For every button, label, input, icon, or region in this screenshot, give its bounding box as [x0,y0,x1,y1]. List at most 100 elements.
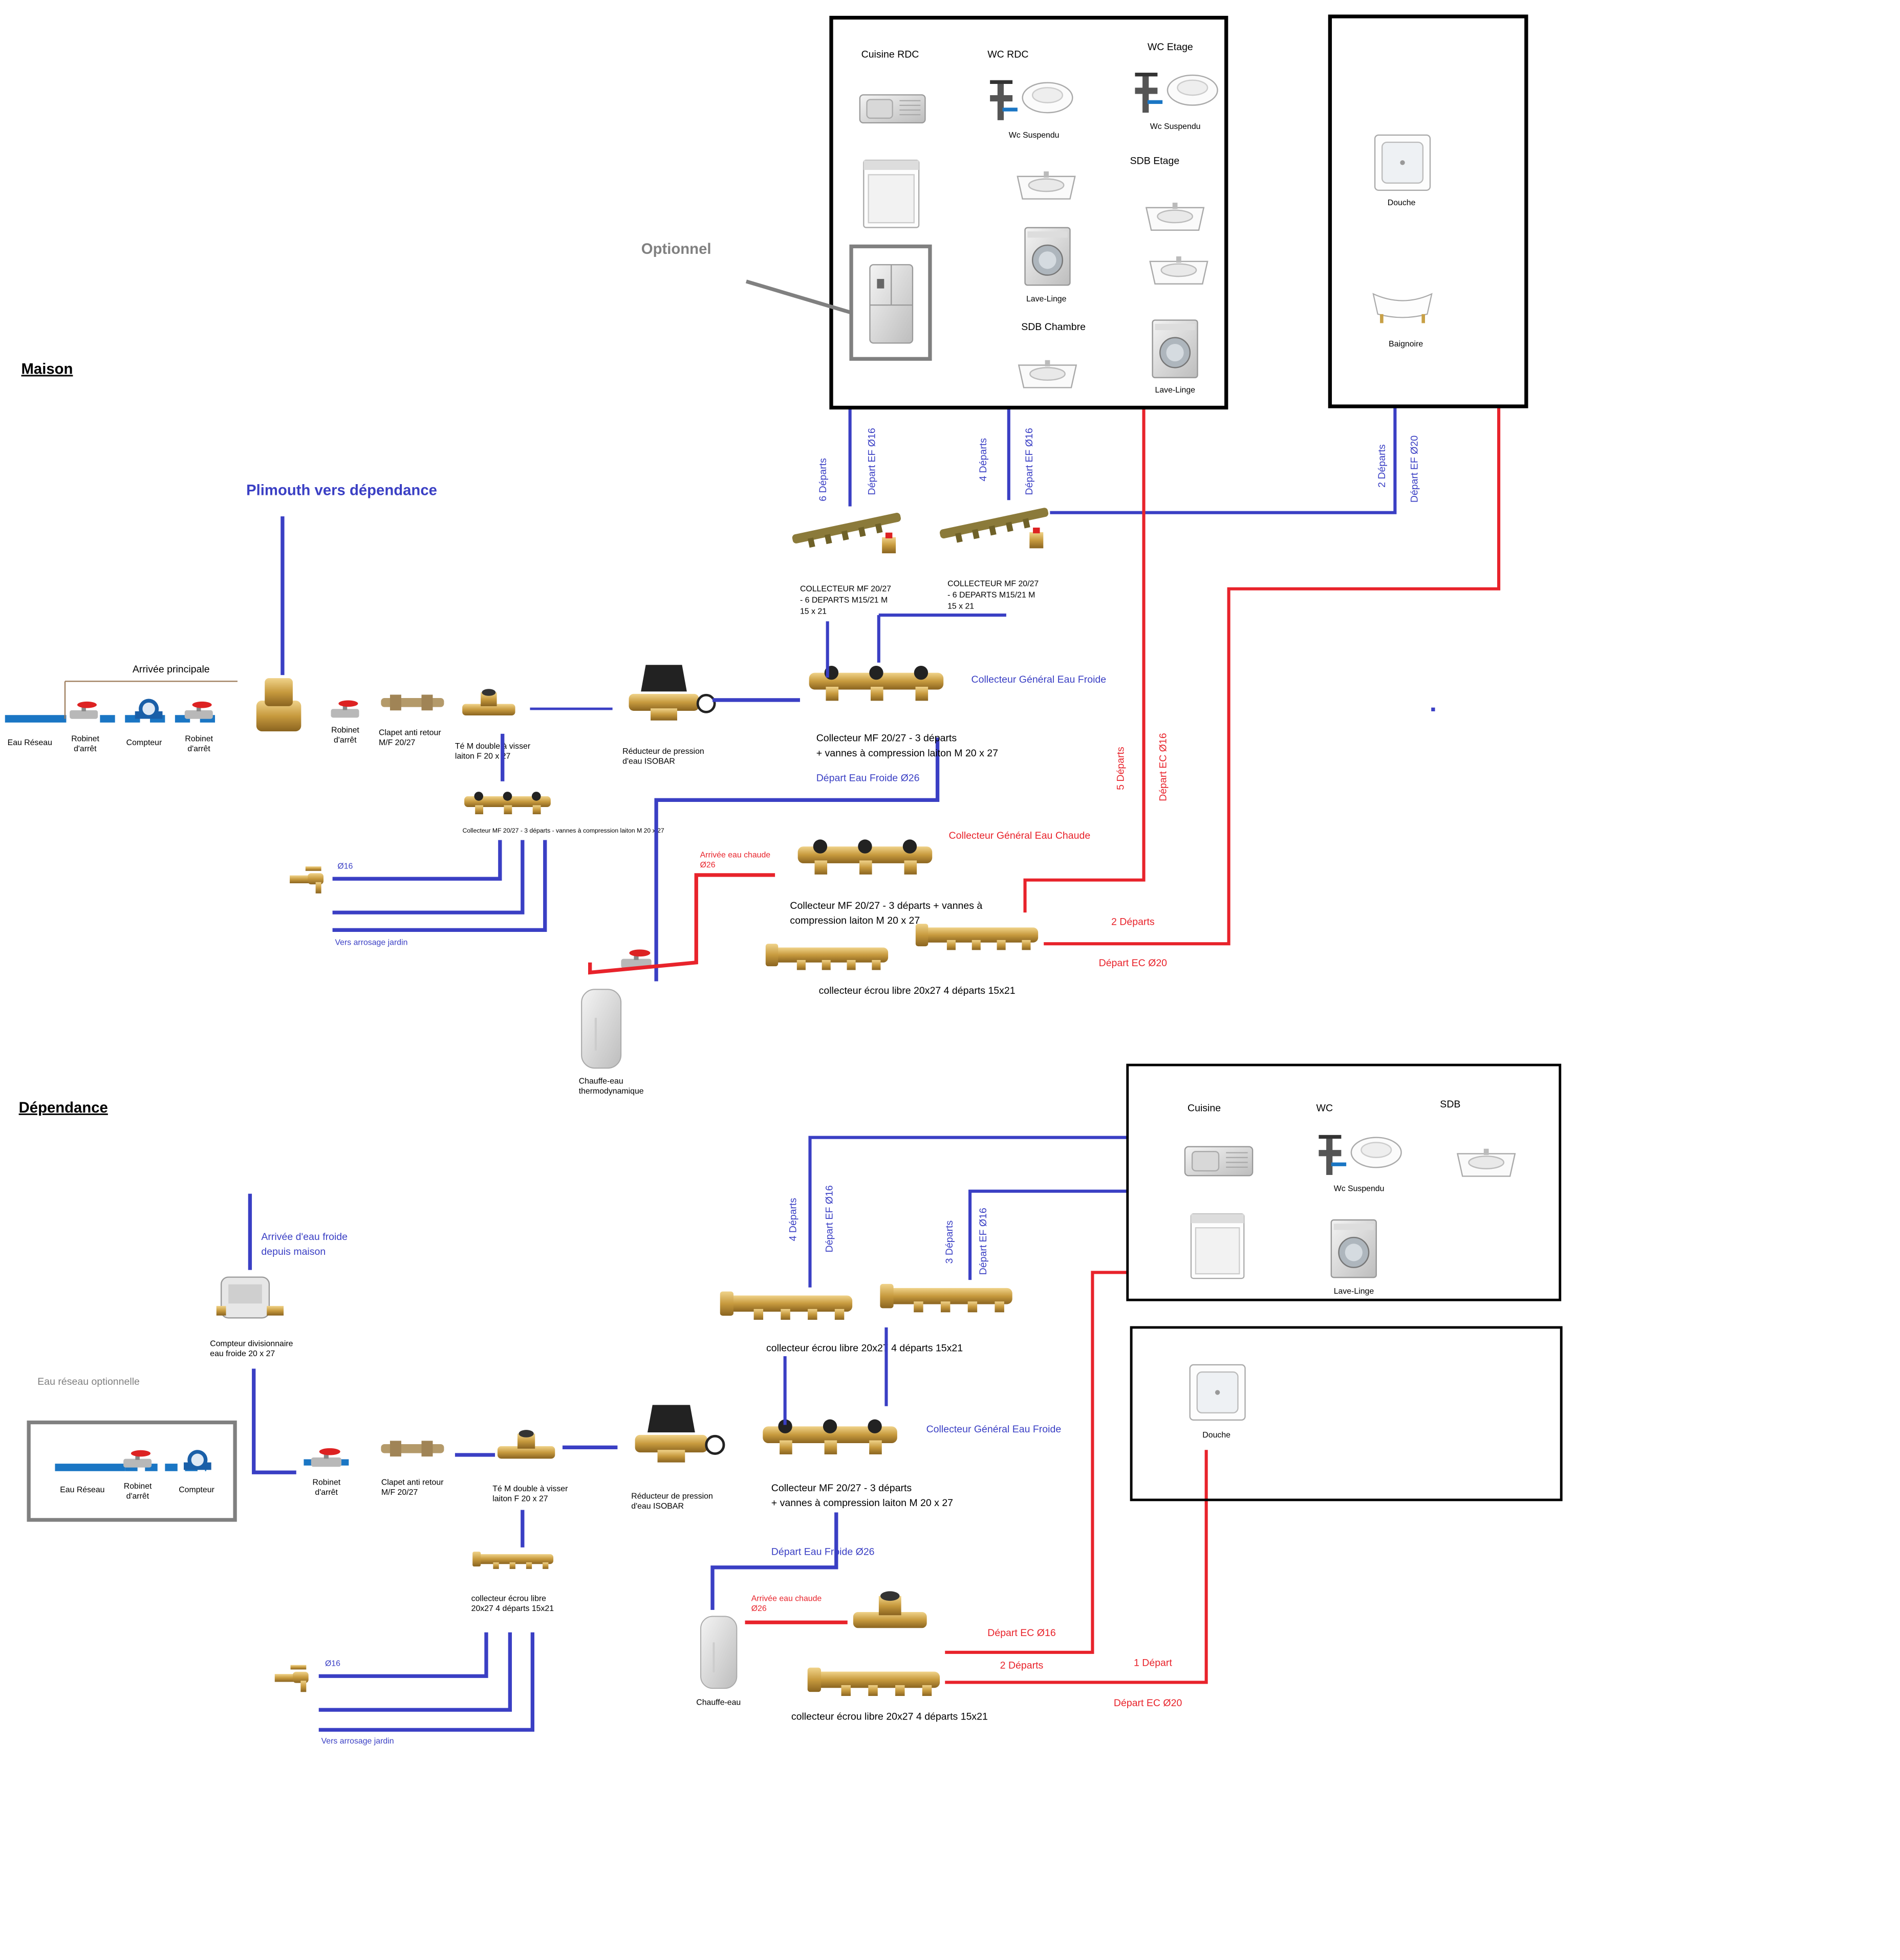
manifold-4-icon [720,1291,853,1320]
maison-rooms-box [829,15,1228,410]
dep-depart-ef16-b: Départ EF Ø16 [978,1208,989,1275]
coll-gen-ef-desc-1: Collecteur MF 20/27 - 3 départs [816,733,957,744]
dep-depart-ef26: Départ Eau Froide Ø26 [771,1546,875,1557]
dep-reducteur-label-2: d'eau ISOBAR [631,1502,684,1511]
manifold-4-icon [765,944,889,970]
coll6-a-3: 15 x 21 [800,607,827,616]
lave-linge-label-1: Lave-Linge [1026,295,1067,303]
manifold-4-icon [807,1667,940,1696]
coll6-a-2: - 6 DEPARTS M15/21 M [800,596,888,604]
optionnel-label: Optionnel [641,241,711,257]
dep-phi16-label: Ø16 [325,1660,340,1668]
cold-main-collector-icon [809,665,944,701]
optional-supply-box [27,1420,237,1522]
arrivee-chaude-label-1: Arrivée eau chaude [700,851,771,860]
arrivee-froide-label-1: Arrivée d'eau froide [261,1231,348,1243]
pressure-reducer-icon [629,665,715,721]
garden-tap-icon [274,1665,309,1692]
dep-wc-suspendu: Wc Suspendu [1334,1185,1385,1193]
depart-ef16-a-label: Départ EF Ø16 [866,428,877,495]
lave-linge-label-2: Lave-Linge [1155,386,1196,395]
washing-machine-icon [1024,227,1071,286]
dep-garden-pipes [318,1632,534,1732]
wall-wc-icon [1318,1134,1402,1176]
eau-reseau-label: Eau Réseau [8,738,52,747]
dep-arrosage-label: Vers arrosage jardin [321,1737,394,1746]
dep-coll-gen-ef-desc-1: Collecteur MF 20/27 - 3 départs [771,1483,912,1494]
arrosage-label: Vers arrosage jardin [335,939,407,947]
compteur-label: Compteur [126,738,162,747]
pressure-reducer-icon [635,1405,724,1462]
dep-coll-gen-ef-desc-2: + vannes à compression laiton M 20 x 27 [771,1497,953,1509]
coll-gen-ec-desc-2: compression laiton M 20 x 27 [790,915,920,926]
dishwasher-icon [1190,1213,1245,1279]
section-title-maison: Maison [21,361,73,378]
section-title-dependance: Dépendance [19,1099,108,1116]
manifold-4-icon [915,924,1039,950]
water-heater-icon [700,1616,738,1689]
robinet-label-b: d'arrêt [187,745,210,753]
wall-wc-icon [1134,72,1218,114]
dep-reducteur-label-1: Réducteur de pression [631,1492,713,1500]
dep-lave-linge: Lave-Linge [1334,1287,1374,1296]
dep-coll-gen-ef: Collecteur Général Eau Froide [926,1424,1062,1435]
dep-arrivee-chaude-2: Ø26 [751,1604,767,1613]
stop-valve-icon [311,1448,342,1467]
room-sdb-etage: SDB Etage [1130,155,1180,166]
stop-valve-icon [184,701,213,719]
arrivee-chaude-label-2: Ø26 [700,861,716,869]
dep-robinet-label-2: d'arrêt [126,1492,149,1500]
manifold-6-icon [791,512,903,554]
dep-depart-ec20: Départ EC Ø20 [1114,1697,1182,1709]
clapet-label-1: Clapet anti retour [379,728,441,737]
optional-box [849,244,932,361]
check-valve-icon [381,1441,444,1457]
hot-distribution-pipes [1023,406,1501,946]
dep-un-depart: 1 Départ [1134,1658,1172,1669]
robinet-label-a: Robinet [185,735,213,744]
manifold-6-icon [939,507,1051,549]
quatre-departs-label: 4 Départs [978,438,989,482]
coll-gen-ec-desc-1: Collecteur MF 20/27 - 3 départs + vannes… [790,900,982,911]
deux-departs-ec-label: 2 Départs [1111,917,1155,928]
arrivee-froide-label-2: depuis maison [261,1246,326,1257]
dep-te-label-2: laiton F 20 x 27 [492,1494,548,1503]
dep-rooms-box [1126,1063,1562,1301]
kitchen-sink-icon [1184,1146,1254,1177]
dep-room-sdb: SDB [1440,1099,1460,1110]
washing-machine-icon [1330,1219,1377,1278]
check-valve-icon [381,694,444,711]
dep-coll-ecrou-top: collecteur écrou libre 20x27 4 départs 1… [766,1342,963,1354]
depart-ef26-label: Départ Eau Froide Ø26 [816,773,920,784]
small-collector-icon [464,792,551,815]
dep-deux-departs: 2 Départs [1000,1660,1044,1671]
wc-suspendu-label-2: Wc Suspendu [1150,122,1201,131]
optional-pointer [745,279,852,315]
dishwasher-icon [863,160,920,228]
dep-robinet-b1: Robinet [313,1478,341,1487]
kitchen-sink-icon [859,94,926,124]
room-wc-rdc: WC RDC [987,49,1028,60]
coll6-b-3: 15 x 21 [947,602,974,611]
dep-cold-pipes [783,1136,1128,1425]
washing-machine-icon [1152,319,1198,379]
pipe-ef26 [654,737,940,982]
garden-tap-icon [290,866,324,894]
cold-distribution-pipes [826,406,1397,678]
room-wc-etage: WC Etage [1148,41,1193,53]
coll-ecrou-label: collecteur écrou libre 20x27 4 départs 1… [819,985,1016,996]
dep-shower-box [1130,1326,1563,1501]
stop-valve-icon [331,700,359,718]
tee-fitting-icon [853,1591,927,1628]
dep-clapet-label-2: M/F 20/27 [381,1488,418,1497]
baignoire-label: Baignoire [1389,340,1423,349]
dep-clapet-label-1: Clapet anti retour [381,1478,444,1487]
wall-wc-icon [989,79,1073,121]
dot-marker [1431,707,1435,711]
dep-quatre-departs: 4 Départs [788,1198,799,1242]
dep-douche-label: Douche [1202,1431,1230,1440]
six-departs-label: 6 Départs [817,458,829,502]
chauffe-label-1: Chauffe-eau [579,1077,623,1086]
depart-ef16-b-label: Départ EF Ø16 [1024,428,1035,495]
arrivee-principale-label: Arrivée principale [133,664,210,675]
